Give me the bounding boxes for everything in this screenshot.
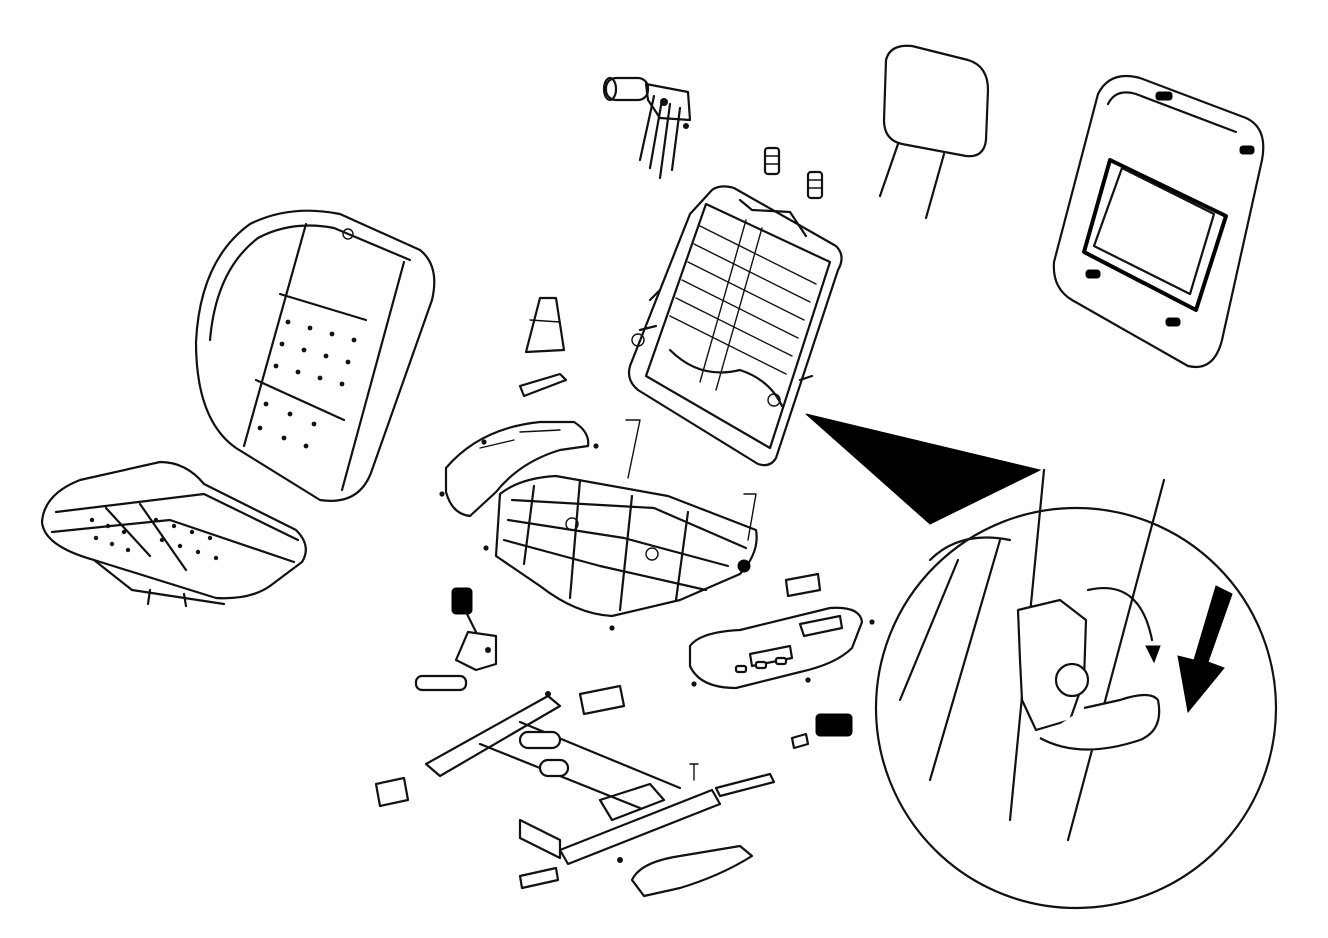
track-cover-1 bbox=[578, 684, 626, 716]
seat-cushion-perforation bbox=[89, 517, 219, 561]
seat-cushion-frame-part bbox=[483, 419, 758, 631]
seat-track-part bbox=[424, 691, 722, 866]
headrest-guide-part bbox=[602, 76, 692, 180]
headrest-sleeve-left bbox=[763, 146, 781, 176]
seatback-cover-part bbox=[194, 209, 436, 502]
detail-callout bbox=[805, 413, 1278, 910]
handle-cap-part bbox=[524, 296, 566, 354]
seat-cushion-part bbox=[40, 460, 307, 608]
seatback-panel-part bbox=[1052, 74, 1265, 369]
track-cover-3 bbox=[714, 772, 776, 798]
track-cover-5 bbox=[630, 844, 754, 898]
latch-detail-icon bbox=[898, 468, 1166, 842]
switch-knob-part bbox=[790, 713, 853, 750]
track-cover-4 bbox=[518, 866, 560, 890]
headrest-part bbox=[878, 44, 990, 220]
inner-shield-part bbox=[439, 420, 599, 518]
outer-shield-part bbox=[688, 606, 875, 690]
handle-trim-part bbox=[518, 372, 568, 398]
seatback-cover-perforation bbox=[257, 319, 357, 449]
seatback-frame-part bbox=[627, 185, 843, 467]
down-arrow-icon bbox=[1177, 585, 1233, 714]
headrest-sleeve-right bbox=[806, 170, 824, 200]
track-cover-2 bbox=[374, 776, 410, 808]
seat-belt-buckle-part bbox=[414, 587, 498, 692]
small-cover-upper bbox=[784, 572, 822, 598]
